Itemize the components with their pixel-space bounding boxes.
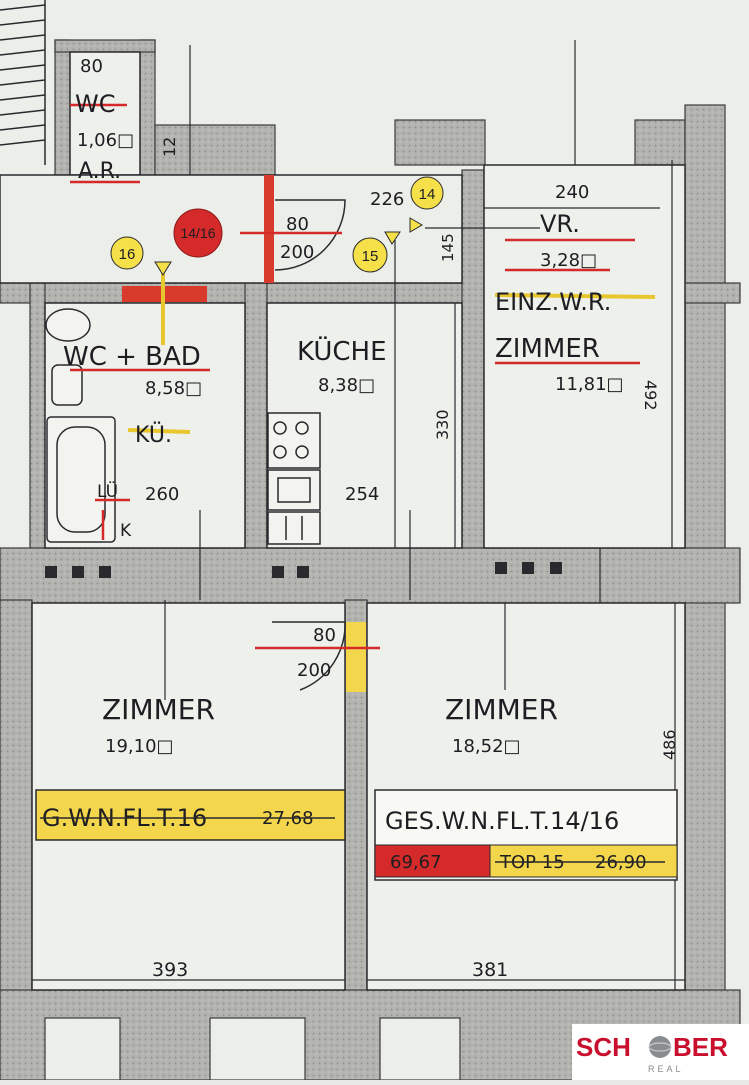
svg-text:15: 15 [362, 248, 379, 265]
windows-bottom [44, 1017, 461, 1080]
kitchen-fixtures [267, 412, 321, 545]
wc-top-label: WC [75, 90, 116, 118]
kueche-dim-width: 254 [345, 484, 379, 505]
vr-label: VR. [540, 210, 580, 238]
wc-top-note: A.R. [78, 159, 121, 184]
bad-lu: LÜ [97, 480, 118, 502]
summary-right: GES.W.N.FL.T.14/16 69,67 TOP 15 26,90 [374, 789, 678, 881]
zimmer-door-width: 80 [313, 625, 336, 646]
einz-label: ZIMMER [495, 334, 600, 364]
wc-top-dim-width: 80 [80, 56, 103, 77]
zimmer-left-label: ZIMMER [102, 693, 215, 726]
staircase [0, 0, 46, 165]
marker-14: 14 [410, 176, 444, 210]
vr-dim-small: 226 [370, 189, 404, 210]
kueche-area: 8,38□ [318, 375, 375, 396]
bad-area: 8,58□ [145, 378, 202, 399]
vr-dim-145: 145 [439, 233, 457, 262]
marker-16: 16 [110, 236, 144, 270]
zimmer-right-area: 18,52□ [452, 736, 521, 757]
bad-dim-width: 260 [145, 484, 179, 505]
zimmer-right-dim-width: 381 [472, 959, 508, 981]
zimmer-door-height: 200 [297, 660, 331, 681]
bathroom-fixtures [45, 308, 116, 543]
svg-text:14/16: 14/16 [180, 225, 215, 241]
summary-right-label: GES.W.N.FL.T.14/16 [385, 807, 619, 835]
wc-top-dim-depth: 12 [160, 137, 179, 157]
kueche-label: KÜCHE [297, 335, 387, 367]
entry-door-height: 200 [280, 242, 314, 263]
yellow-strikes [127, 268, 656, 434]
schober-real-logo: SCH BER REAL [572, 1024, 749, 1080]
summary-right-total: 69,67 [390, 852, 442, 873]
vr-area: 3,28□ [540, 250, 597, 271]
marker-15: 15 [352, 237, 388, 273]
svg-text:14: 14 [419, 186, 436, 203]
vr-dim-width: 240 [555, 182, 589, 203]
einz-dim-depth: 492 [641, 380, 660, 411]
summary-left: G.W.N.FL.T.16 27,68 [35, 789, 346, 841]
labels: 80 WC 1,06□ A.R. 12 80 200 226 240 VR. 3… [63, 56, 679, 981]
zimmer-left-dim-width: 393 [152, 959, 188, 981]
svg-text:16: 16 [119, 246, 136, 263]
door-swings [272, 199, 346, 691]
einz-area: 11,81□ [555, 374, 624, 395]
vent-squares [45, 562, 562, 578]
red-annotations [70, 103, 640, 650]
wc-top-area: 1,06□ [77, 130, 134, 151]
zimmer-right-label: ZIMMER [445, 693, 558, 726]
wall-highlight-red [264, 175, 274, 283]
marker-14-arrow [409, 217, 423, 233]
marker-15-arrow [384, 231, 401, 245]
kueche-dim-depth: 330 [433, 409, 452, 440]
globe-icon [649, 1036, 671, 1058]
zimmer-left-area: 19,10□ [105, 736, 174, 757]
bad-k: K [120, 521, 132, 541]
door-highlight-yellow [346, 622, 366, 692]
svg-text:SCH: SCH [576, 1032, 631, 1062]
bad-old-label: KÜ. [135, 422, 172, 448]
marker-14-16: 14/16 [173, 208, 223, 258]
einz-old-label: EINZ.W.R. [495, 288, 611, 316]
bad-label: WC + BAD [63, 342, 201, 372]
svg-text:BER: BER [673, 1032, 728, 1062]
svg-text:REAL: REAL [648, 1064, 684, 1074]
marker-16-arrow [154, 261, 172, 276]
entry-door-width: 80 [286, 214, 309, 235]
zimmer-right-dim-depth: 486 [660, 729, 679, 760]
